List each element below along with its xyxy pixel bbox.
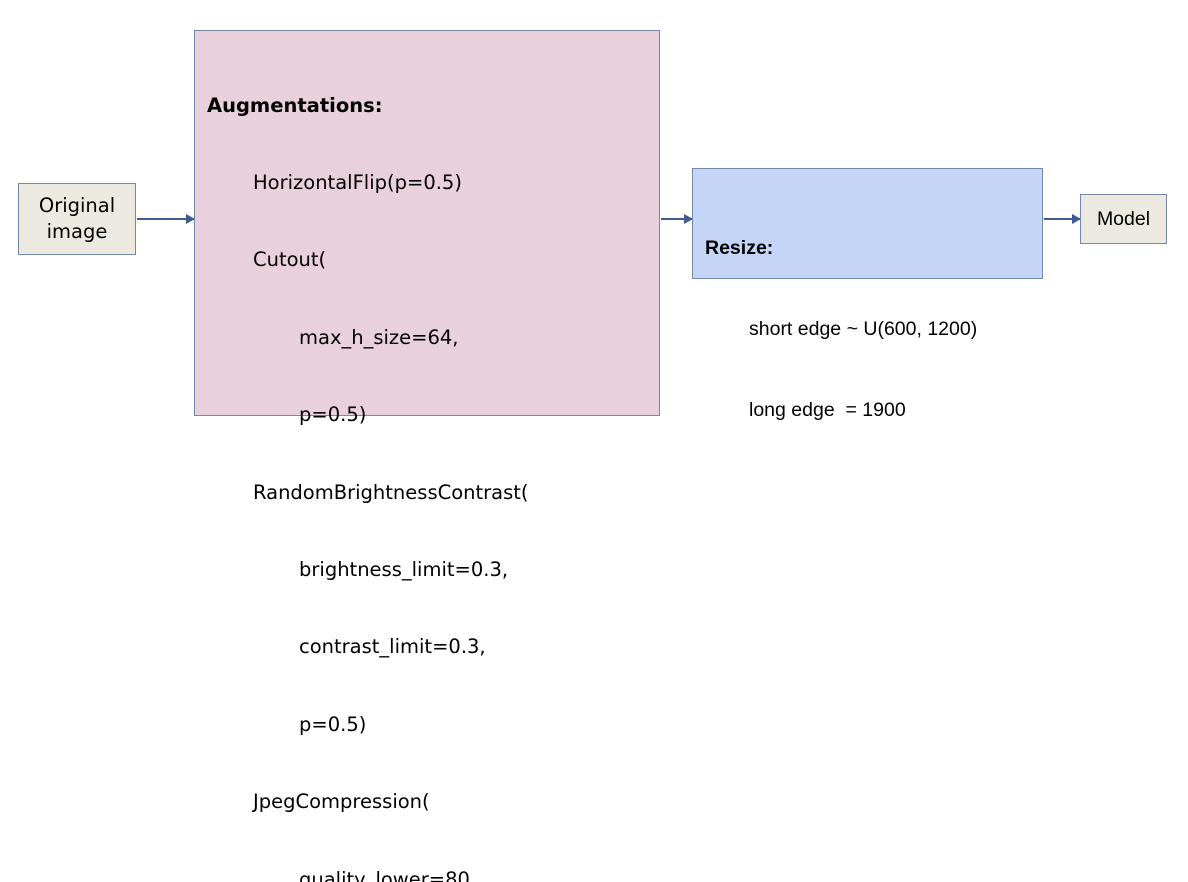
resize-line: short edge ~ U(600, 1200) <box>705 316 1042 343</box>
augmentations-line: HorizontalFlip(p=0.5) <box>207 170 659 196</box>
arrow-resize-to-model-icon <box>1044 218 1080 220</box>
augmentations-line: JpegCompression( <box>207 789 659 815</box>
augmentations-line: max_h_size=64, <box>207 325 659 351</box>
augmentations-line: p=0.5) <box>207 712 659 738</box>
resize-title: Resize: <box>705 235 1042 262</box>
arrow-augmentations-to-resize-icon <box>661 218 692 220</box>
node-model: Model <box>1080 194 1167 244</box>
augmentations-title: Augmentations: <box>207 93 659 119</box>
augmentations-line: contrast_limit=0.3, <box>207 634 659 660</box>
original-image-label: Original image <box>39 193 115 245</box>
augmentations-line: p=0.5) <box>207 402 659 428</box>
arrow-original-to-augmentations-icon <box>137 218 194 220</box>
node-original-image: Original image <box>18 183 136 255</box>
augmentations-line: quality_lower=80, <box>207 867 659 882</box>
model-label: Model <box>1097 208 1150 231</box>
augmentations-line: brightness_limit=0.3, <box>207 557 659 583</box>
diagram-canvas: Original image Augmentations: HorizontalF… <box>0 0 1188 441</box>
node-resize: Resize: short edge ~ U(600, 1200) long e… <box>692 168 1043 279</box>
original-image-label-line2: image <box>47 220 108 243</box>
original-image-label-line1: Original <box>39 194 115 217</box>
augmentations-line: Cutout( <box>207 247 659 273</box>
node-augmentations: Augmentations: HorizontalFlip(p=0.5) Cut… <box>194 30 660 416</box>
resize-line: long edge = 1900 <box>705 397 1042 424</box>
augmentations-line: RandomBrightnessContrast( <box>207 480 659 506</box>
